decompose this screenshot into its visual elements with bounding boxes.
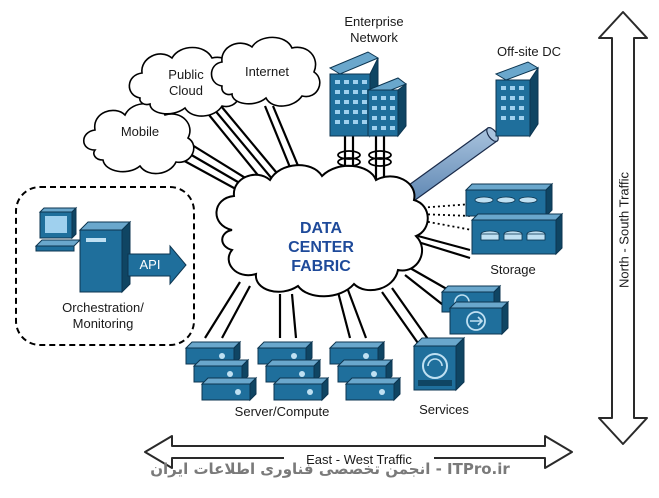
fabric-label-line1: DATA <box>299 220 343 237</box>
service-appliance-icon <box>440 284 510 336</box>
server-stack-1 <box>184 340 258 402</box>
north-south-arrow-icon <box>598 11 648 445</box>
fabric-label-line3: FABRIC <box>291 258 351 275</box>
orchestration-label: Orchestration/ Monitoring <box>38 300 168 332</box>
orchestration-line1: Orchestration/ <box>62 300 144 315</box>
cloud-internet <box>210 36 321 107</box>
storage-links <box>417 203 473 231</box>
storage-label: Storage <box>490 262 536 277</box>
orchestration-box <box>15 186 195 346</box>
fabric-label-line2: CENTER <box>288 239 354 256</box>
services-label: Services <box>419 402 469 417</box>
east-west-label: East - West Traffic <box>284 452 434 468</box>
fabric-label: DATA CENTER FABRIC <box>282 219 360 276</box>
computer-icon <box>34 206 82 252</box>
offsite-label: Off-site DC <box>496 44 562 59</box>
public-cloud-label: Public Cloud <box>158 67 214 99</box>
building-icon <box>328 51 408 138</box>
mobile-label: Mobile <box>120 124 160 139</box>
offsite-building-icon <box>494 61 540 138</box>
connection-lines <box>167 105 471 347</box>
link-bundle-icon <box>337 150 392 167</box>
north-south-label: North - South Traffic <box>616 171 632 289</box>
api-label: API <box>139 257 161 272</box>
enterprise-label: Enterprise Network <box>334 14 414 46</box>
enterprise-label-line1: Enterprise <box>344 14 404 29</box>
public-cloud-line1: Public <box>168 67 204 82</box>
server-tower-icon <box>78 220 132 294</box>
enterprise-label-line2: Network <box>350 30 398 45</box>
public-cloud-line2: Cloud <box>169 83 203 98</box>
storage-icon <box>464 182 564 256</box>
cloud-mobile <box>82 102 195 175</box>
server-stack-3 <box>328 340 402 402</box>
cloud-fabric <box>215 164 429 298</box>
api-arrow-icon <box>127 244 187 286</box>
server-label: Server/Compute <box>234 404 330 419</box>
building-windows <box>335 80 395 130</box>
orchestration-line2: Monitoring <box>72 316 134 331</box>
server-stack-2 <box>256 340 330 402</box>
internet-label: Internet <box>244 64 290 79</box>
firewall-icon <box>412 336 466 392</box>
watermark: انجمن تخصصی فناوری اطلاعات ایران - ITPro… <box>150 460 510 478</box>
